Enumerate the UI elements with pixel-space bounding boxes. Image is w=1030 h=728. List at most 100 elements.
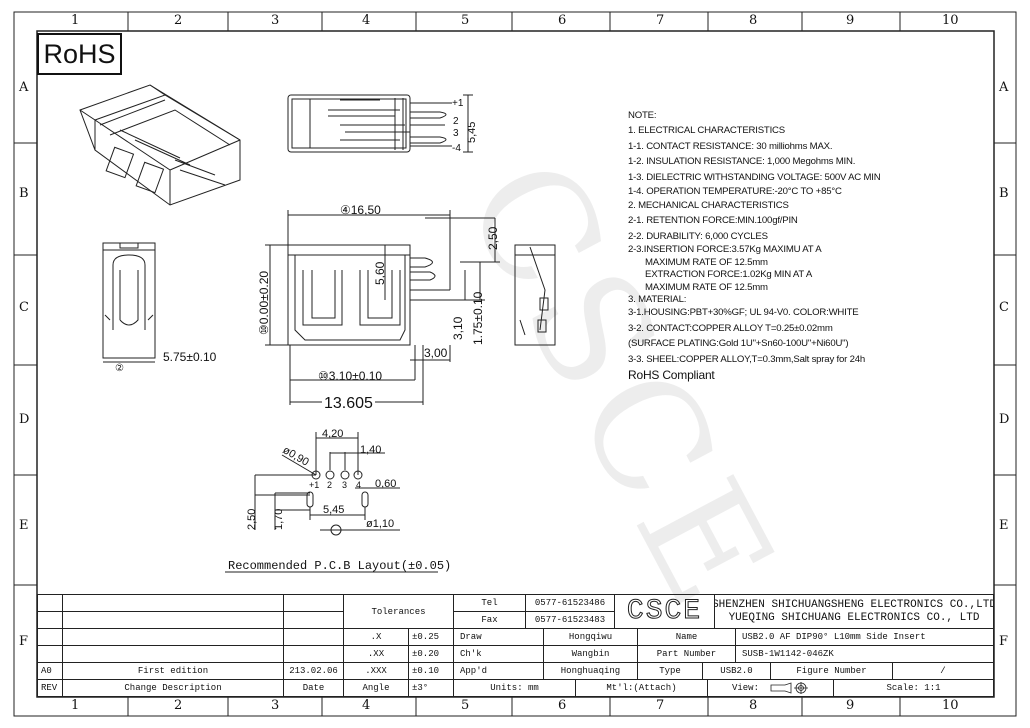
fax-label: Fax (453, 611, 526, 629)
dim-175: 1.75±0.10 (471, 291, 485, 345)
row-letter: E (19, 518, 29, 533)
blank-cell (283, 628, 344, 646)
note-line: 3-2. CONTACT:COPPER ALLOY T=0.25±0.02mm (628, 322, 833, 334)
note-line: 2-1. RETENTION FORCE:MIN.100gf/PIN (628, 215, 798, 227)
units: Units: mm (453, 679, 576, 697)
col-num: 10 (942, 698, 959, 713)
blank-cell (62, 611, 284, 629)
type-label: Type (637, 662, 703, 680)
company-names: SHENZHEN SHICHUANGSHENG ELECTRONICS CO.,… (714, 594, 994, 629)
row-letter: D (999, 412, 1010, 427)
notes-title: NOTE: (628, 110, 657, 121)
pcb-dim-545: 5,45 (323, 504, 344, 516)
tel-value: 0577-61523486 (525, 594, 615, 612)
col-num: 4 (362, 13, 371, 28)
row-letter: D (19, 412, 30, 427)
blank-cell (37, 628, 63, 646)
dim-top-545: 5,45 (466, 122, 478, 143)
blank-cell (37, 645, 63, 663)
rohs-logo: RoHS (37, 33, 122, 75)
isometric-view (79, 84, 241, 206)
row-letter: E (999, 518, 1009, 533)
row-letter: A (999, 80, 1009, 95)
note-line: MAXIMUM RATE OF 12.5mm (645, 281, 768, 293)
part-number-value: SUSB-1W1142-046ZK (735, 645, 994, 663)
blank-cell (62, 645, 284, 663)
dim-pin4: -4 (452, 143, 461, 154)
note-line: EXTRACTION FORCE:1.02Kg MIN AT A (645, 269, 813, 281)
col-num: 9 (846, 13, 855, 28)
note-line: (SURFACE PLATING:Gold 1U"+Sn60-100U"+Ni6… (628, 338, 849, 350)
chk-value: Wangbin (543, 645, 638, 663)
tol-x: .X (343, 628, 409, 646)
col-num: 3 (271, 698, 280, 713)
col-num: 5 (461, 698, 470, 713)
dim-width-1650: ④16,50 (340, 203, 381, 217)
dim-310: 3,10 (451, 316, 465, 340)
scale: Scale: 1:1 (833, 679, 994, 697)
blank-cell (62, 594, 284, 612)
dim-side-mark: ② (115, 363, 124, 374)
row-letter: B (999, 186, 1009, 201)
col-num: 5 (461, 13, 470, 28)
tel-label: Tel (453, 594, 526, 612)
note-line: 1-4. OPERATION TEMPERATURE:-20°C TO +85°… (628, 186, 842, 198)
right-side-view (514, 244, 556, 346)
col-num: 4 (362, 698, 371, 713)
note-line: 1-1. CONTACT RESISTANCE: 30 milliohms MA… (628, 140, 833, 152)
draw-label: Draw (453, 628, 544, 646)
material: Mt'l:(Attach) (575, 679, 708, 697)
rev-description: First edition (62, 662, 284, 680)
col-num: 2 (174, 698, 183, 713)
row-letter: C (19, 300, 29, 315)
figure-number-label: Figure Number (770, 662, 893, 680)
pcb-pin3: 3 (342, 480, 347, 490)
pcb-dim-060: 0,60 (375, 478, 396, 490)
col-num: 7 (656, 13, 665, 28)
col-num: 6 (558, 698, 567, 713)
note-line: 2-2. DURABILITY: 6,000 CYCLES (628, 230, 768, 242)
note-line: RoHS Compliant (628, 368, 715, 383)
blank-cell (283, 611, 344, 629)
name-label: Name (637, 628, 736, 646)
dim-pin1: +1 (452, 98, 464, 109)
col-num: 9 (846, 698, 855, 713)
col-num: 8 (749, 698, 758, 713)
dim-pin3: 3 (453, 128, 459, 139)
company-name-1: SHENZHEN SHICHUANGSHENG ELECTRONICS CO.,… (714, 598, 994, 611)
pcb-dim-170: 1,70 (273, 509, 285, 530)
dim-300: 3,00 (424, 346, 448, 360)
rev-date: 213.02.06 (283, 662, 344, 680)
csce-logo: CSCE (614, 594, 715, 629)
blank-cell (283, 645, 344, 663)
pcb-dim-090: ø0,90 (281, 444, 311, 468)
note-line: 3-1.HOUSING:PBT+30%GF; UL 94-V0. COLOR:W… (628, 307, 859, 319)
part-number-label: Part Number (637, 645, 736, 663)
pcb-dim-420: 4,20 (322, 428, 343, 440)
pcb-pin2: 2 (327, 480, 332, 490)
col-num: 2 (174, 13, 183, 28)
row-letter: F (999, 634, 1009, 649)
blank-cell (37, 594, 63, 612)
col-num: 8 (749, 13, 758, 28)
dim-total-13605: 13.605 (324, 395, 373, 412)
blank-cell (62, 628, 284, 646)
dim-pin2: 2 (453, 116, 459, 127)
pcb-dim-140: 1,40 (360, 444, 381, 456)
tol-xxx-value: ±0.10 (408, 662, 454, 680)
draw-value: Hongqiwu (543, 628, 638, 646)
col-num: 1 (71, 13, 80, 28)
dim-side-width: 5.75±0.10 (163, 350, 217, 364)
tol-x-value: ±0.25 (408, 628, 454, 646)
dim-height: ⑩0.00±0.20 (257, 271, 271, 335)
column-ticks (14, 12, 1016, 716)
pcb-dim-250: 2,50 (246, 509, 258, 530)
pcb-pin4: 4 (356, 480, 361, 490)
tol-xxx: .XXX (343, 662, 409, 680)
appd-value: Honghuaqing (543, 662, 638, 680)
pcb-dim-110: ø1,10 (366, 518, 394, 530)
left-side-view (102, 242, 156, 363)
tolerances-label: Tolerances (343, 594, 454, 629)
date-header: Date (283, 679, 344, 697)
